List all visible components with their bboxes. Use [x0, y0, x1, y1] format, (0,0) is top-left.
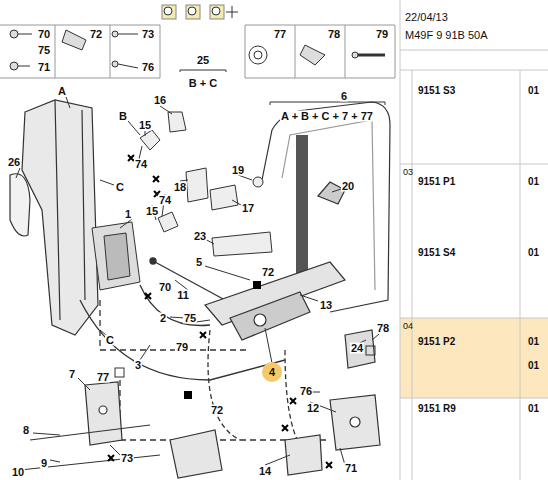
- callout-number: 25: [196, 55, 210, 66]
- table-text: 01: [528, 361, 539, 371]
- callout-number: 6: [340, 91, 348, 102]
- callout-number: 72: [261, 267, 275, 278]
- callout-number: 14: [258, 466, 272, 477]
- callout-number: C: [105, 335, 115, 346]
- callout-number: B: [118, 111, 128, 122]
- table-text: 9151 P2: [418, 337, 455, 347]
- callout-number: 2: [159, 313, 167, 324]
- callout-number: 3: [134, 360, 142, 371]
- highlight-circle: [262, 362, 282, 382]
- callout-number: 17: [241, 203, 255, 214]
- callout-number: 77: [273, 29, 287, 40]
- callout-number: C: [115, 182, 125, 193]
- callout-number: 12: [306, 403, 320, 414]
- callout-number: A: [57, 86, 67, 97]
- fastener-legend: [0, 25, 395, 105]
- callout-number: B + C: [188, 78, 218, 89]
- callout-number: 72: [89, 29, 103, 40]
- table-text: 04: [403, 322, 413, 331]
- hinges-latches: [20, 382, 380, 478]
- callout-number: 5: [195, 257, 203, 268]
- callout-number: 73: [120, 453, 134, 464]
- callout-number: 26: [7, 157, 21, 168]
- table-text: 01: [528, 404, 539, 414]
- leader-lines: [16, 97, 379, 465]
- callout-number: 71: [37, 62, 51, 73]
- callout-number: 13: [319, 300, 333, 311]
- fastener-markers: [108, 155, 332, 468]
- callout-number: 15: [138, 120, 152, 131]
- callout-number: 72: [210, 405, 224, 416]
- small-rects: [115, 346, 375, 377]
- callout-number: 70: [37, 29, 51, 40]
- callout-number: 77: [96, 372, 110, 383]
- table-text: 01: [528, 248, 539, 258]
- callout-number: 15: [145, 206, 159, 217]
- callout-number: 75: [37, 45, 51, 56]
- callout-number: 78: [327, 29, 341, 40]
- square-markers: [184, 281, 261, 399]
- callout-number: 8: [22, 425, 30, 436]
- callout-number: 78: [376, 323, 390, 334]
- table-text: 9151 P1: [418, 177, 455, 187]
- callout-number: 79: [375, 29, 389, 40]
- table-text: 01: [528, 86, 539, 96]
- callout-number: 23: [193, 231, 207, 242]
- table-text: 03: [403, 168, 413, 177]
- striker-parts: [140, 112, 272, 256]
- callout-number: 1: [124, 209, 132, 220]
- callout-number: 76: [141, 62, 155, 73]
- callout-number: 7: [68, 369, 76, 380]
- table-text: 22/04/13: [405, 12, 448, 23]
- table-text: 9151 R9: [418, 404, 456, 414]
- callout-number: 4: [268, 367, 276, 378]
- callout-number: 19: [231, 165, 245, 176]
- callout-number: 76: [299, 386, 313, 397]
- callout-number: 75: [183, 313, 197, 324]
- callout-number: 18: [173, 182, 187, 193]
- table-text: 9151 S3: [418, 86, 455, 96]
- callout-number: 24: [350, 343, 364, 354]
- table-text: 01: [528, 337, 539, 347]
- callout-number: 11: [176, 290, 190, 301]
- parts-table: [400, 0, 548, 480]
- callout-number: 74: [134, 159, 148, 170]
- table-text: 01: [528, 177, 539, 187]
- callout-number: 16: [153, 95, 167, 106]
- callout-number: A + B + C + 7 + 77: [280, 111, 374, 122]
- callout-number: 10: [11, 467, 25, 478]
- toolbar: [162, 5, 238, 19]
- callout-number: 70: [158, 282, 172, 293]
- callout-number: 74: [158, 195, 172, 206]
- callout-number: 20: [341, 181, 355, 192]
- pillar-trim: [10, 100, 98, 335]
- callout-number: 71: [344, 463, 358, 474]
- table-text: M49F 9 91B 50A: [405, 30, 488, 41]
- callout-number: 79: [175, 342, 189, 353]
- lock-mechanism: [205, 262, 375, 368]
- callout-number: 73: [141, 29, 155, 40]
- callout-number: 9: [40, 458, 48, 469]
- handle: [92, 222, 140, 290]
- table-text: 9151 S4: [418, 248, 455, 258]
